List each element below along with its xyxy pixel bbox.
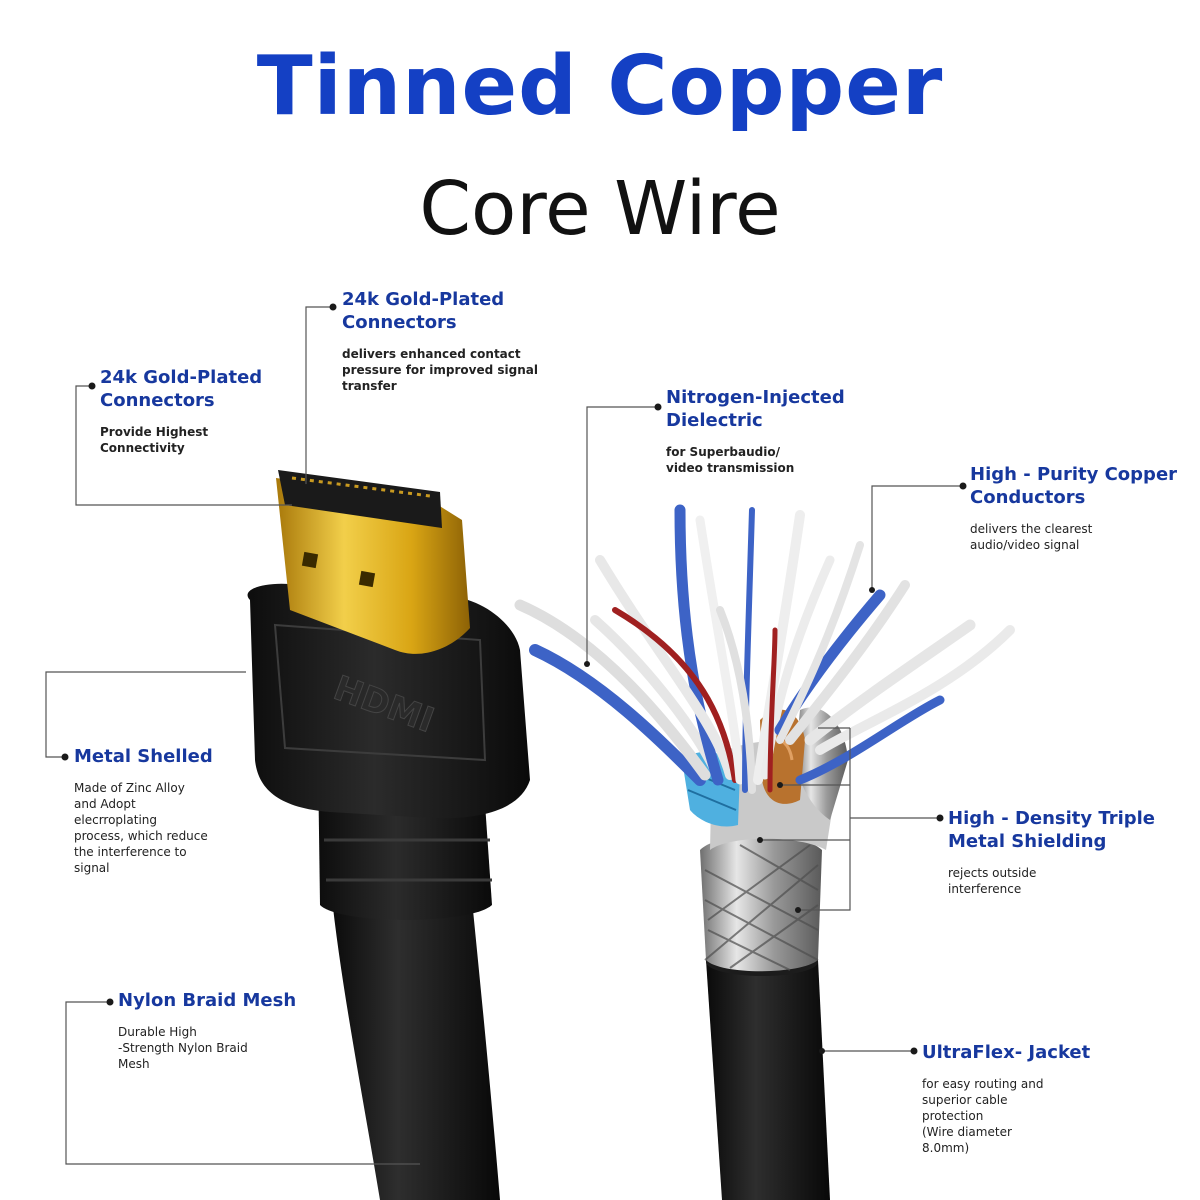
callout-desc: delivers the clearest audio/video signal	[970, 522, 1093, 552]
callout-nitrogen-dielectric: Nitrogen-Injected Dielectric for Superba…	[666, 386, 906, 476]
callout-gold-connectors-left: 24k Gold-Plated Connectors Provide Highe…	[100, 366, 300, 456]
callout-title: Nylon Braid Mesh	[118, 990, 297, 1011]
leader-lines	[45, 306, 963, 1165]
hdmi-connector-illustration: HDMI	[247, 470, 531, 1200]
callout-title: 24k Gold-Plated Connectors	[100, 367, 263, 411]
callout-desc: Durable High -Strength Nylon Braid Mesh	[118, 1025, 248, 1071]
callout-title: High - Density Triple Metal Shielding	[948, 808, 1155, 852]
callout-metal-shelled: Metal Shelled Made of Zinc Alloy and Ado…	[74, 745, 274, 876]
callout-ultraflex-jacket: UltraFlex- Jacket for easy routing and s…	[922, 1041, 1152, 1156]
callout-title: 24k Gold-Plated Connectors	[342, 289, 505, 333]
callout-desc: Provide Highest Connectivity	[100, 425, 209, 455]
callout-triple-shielding: High - Density Triple Metal Shielding re…	[948, 807, 1188, 897]
title-line-2: Core Wire	[419, 166, 781, 252]
title-line-1: Tinned Copper	[256, 39, 944, 134]
callout-title: Nitrogen-Injected Dielectric	[666, 387, 845, 431]
callout-desc: for easy routing and superior cable prot…	[922, 1077, 1044, 1155]
callout-desc: Made of Zinc Alloy and Adopt elecrroplat…	[74, 781, 208, 875]
leader-dots	[61, 303, 967, 1055]
callout-desc: delivers enhanced contact pressure for i…	[342, 347, 538, 393]
callout-title: Metal Shelled	[74, 746, 213, 767]
stripped-cable-illustration	[514, 504, 1015, 1200]
callout-title: High - Purity Copper Conductors	[970, 464, 1178, 508]
callout-desc: rejects outside interference	[948, 866, 1037, 896]
callout-nylon-braid: Nylon Braid Mesh Durable High -Strength …	[118, 989, 338, 1072]
callout-copper-conductors: High - Purity Copper Conductors delivers…	[970, 463, 1195, 553]
callout-gold-connectors-top: 24k Gold-Plated Connectors delivers enha…	[342, 288, 602, 394]
callout-title: UltraFlex- Jacket	[922, 1042, 1091, 1063]
callout-desc: for Superbaudio/ video transmission	[666, 445, 795, 475]
